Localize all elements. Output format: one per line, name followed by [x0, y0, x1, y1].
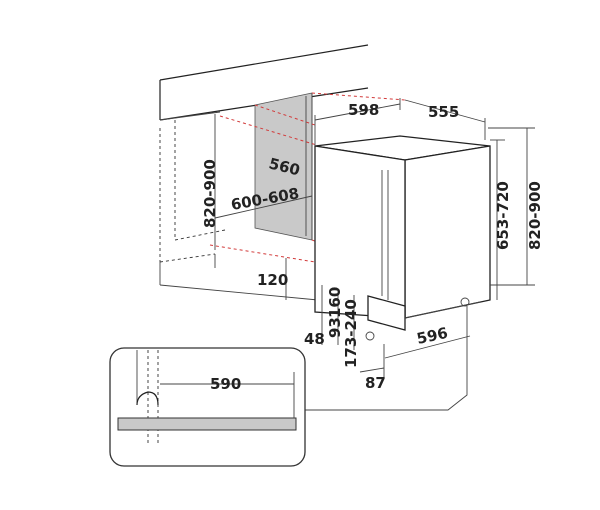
- label-820-900-left: 820-900: [201, 159, 219, 228]
- dim-unit-depth: 555: [404, 99, 486, 140]
- dim-base-gap: 120: [257, 258, 288, 300]
- label-48: 48: [304, 330, 325, 348]
- label-598: 598: [348, 101, 379, 119]
- dishwasher-body: [314, 135, 491, 341]
- dim-depth-596: 596: [384, 324, 471, 359]
- label-820-900-right: 820-900: [526, 181, 544, 250]
- dim-unit-height: 653-720: [490, 139, 512, 300]
- label-596: 596: [415, 324, 449, 348]
- dim-foot-87: 87: [359, 344, 386, 392]
- label-93: 93: [326, 317, 344, 338]
- dim-niche-height: 820-900: [201, 114, 219, 250]
- dim-kick: 160 93 173-240 48: [304, 285, 360, 368]
- label-653-720: 653-720: [494, 181, 512, 250]
- dim-total-height: 820-900: [488, 127, 544, 286]
- label-160: 160: [326, 287, 344, 318]
- label-590: 590: [210, 375, 241, 393]
- cabinet-niche-outline: [159, 120, 319, 301]
- dim-unit-width: 598: [314, 98, 401, 146]
- label-173-240: 173-240: [342, 299, 360, 368]
- detail-inset: 590: [109, 347, 306, 467]
- detail-leader-line: [305, 306, 468, 411]
- label-120: 120: [257, 271, 288, 289]
- label-87: 87: [365, 374, 386, 392]
- label-555: 555: [428, 103, 459, 121]
